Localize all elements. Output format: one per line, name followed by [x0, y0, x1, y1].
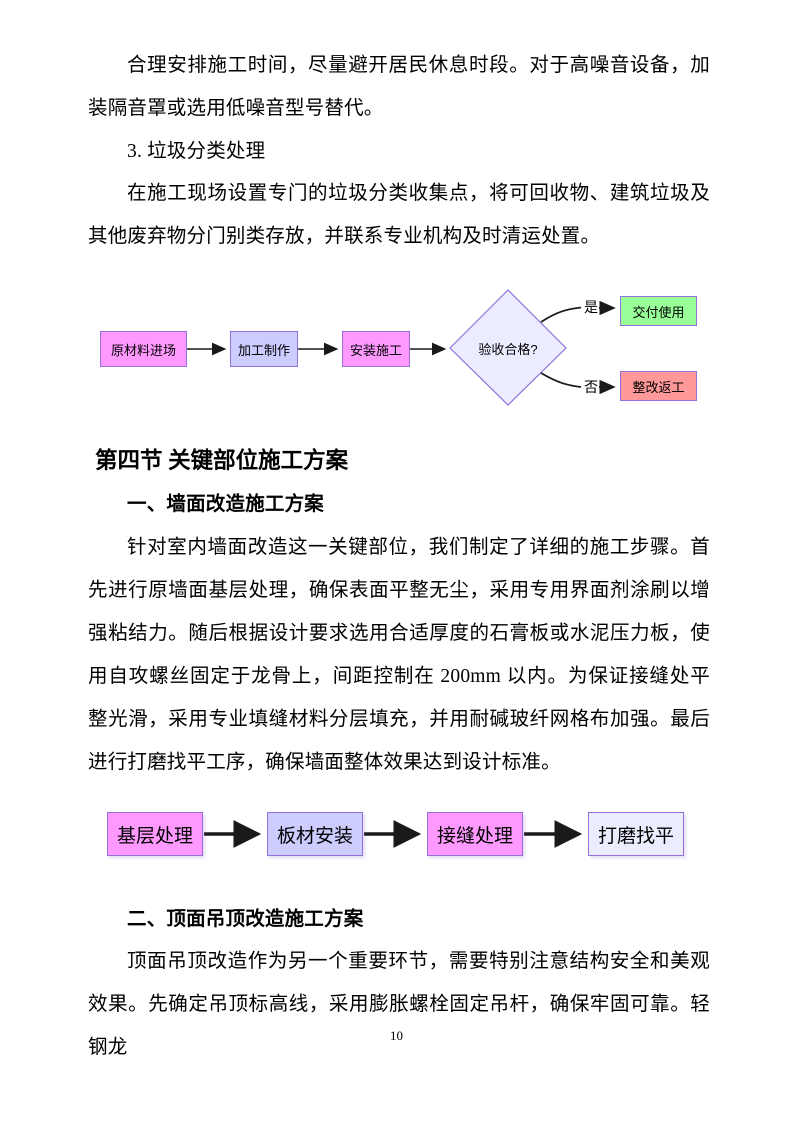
flow-node-sanding-leveling: 打磨找平	[588, 812, 684, 856]
edge-label-no: 否	[583, 377, 599, 397]
flow-node-base-treatment: 基层处理	[107, 812, 203, 856]
page-number: 10	[390, 1028, 403, 1043]
subsection-title-wall: 一、墙面改造施工方案	[127, 493, 325, 515]
paragraph-ceiling-renovation: 顶面吊顶改造作为另一个重要环节，需要特别注意结构安全和美观效果。先确定吊顶标高线…	[88, 950, 710, 1058]
paragraph-wall-renovation: 针对室内墙面改造这一关键部位，我们制定了详细的施工步骤。首先进行原墙面基层处理，…	[88, 536, 710, 773]
flow-node-processing: 加工制作	[230, 331, 298, 367]
subsection-title-ceiling: 二、顶面吊顶改造施工方案	[127, 908, 364, 930]
flow-node-rework: 整改返工	[620, 371, 697, 401]
flow-node-delivery: 交付使用	[620, 296, 697, 326]
flow-node-installation: 安装施工	[342, 331, 410, 367]
flowchart-connectors	[187, 289, 616, 406]
heading-waste-sorting: 3. 垃圾分类处理	[127, 140, 266, 162]
flow-node-acceptance-decision: 验收合格?	[478, 341, 538, 357]
flow-node-joint-treatment: 接缝处理	[427, 812, 523, 856]
paragraph-waste-sorting: 在施工现场设置专门的垃圾分类收集点，将可回收物、建筑垃圾及其他废弃物分门别类存放…	[88, 182, 710, 247]
flowchart-acceptance-process: 原材料进场 加工制作 安装施工 验收合格? 交付使用 整改返工 是 否	[0, 280, 793, 410]
flowchart-wall-steps: 基层处理 板材安装 接缝处理 打磨找平	[0, 800, 793, 880]
flowchart-connectors	[204, 820, 583, 848]
flow-node-board-installation: 板材安装	[267, 812, 363, 856]
arrow-yes-curve	[540, 306, 582, 323]
section-title: 第四节 关键部位施工方案	[95, 447, 349, 473]
flow-node-raw-material-entry: 原材料进场	[100, 331, 187, 367]
arrow-no-curve	[540, 372, 582, 388]
edge-label-yes: 是	[583, 297, 599, 317]
paragraph-noise-control: 合理安排施工时间，尽量避开居民休息时段。对于高噪音设备，加装隔音罩或选用低噪音型…	[88, 54, 710, 119]
decision-diamond-shape	[449, 289, 567, 406]
